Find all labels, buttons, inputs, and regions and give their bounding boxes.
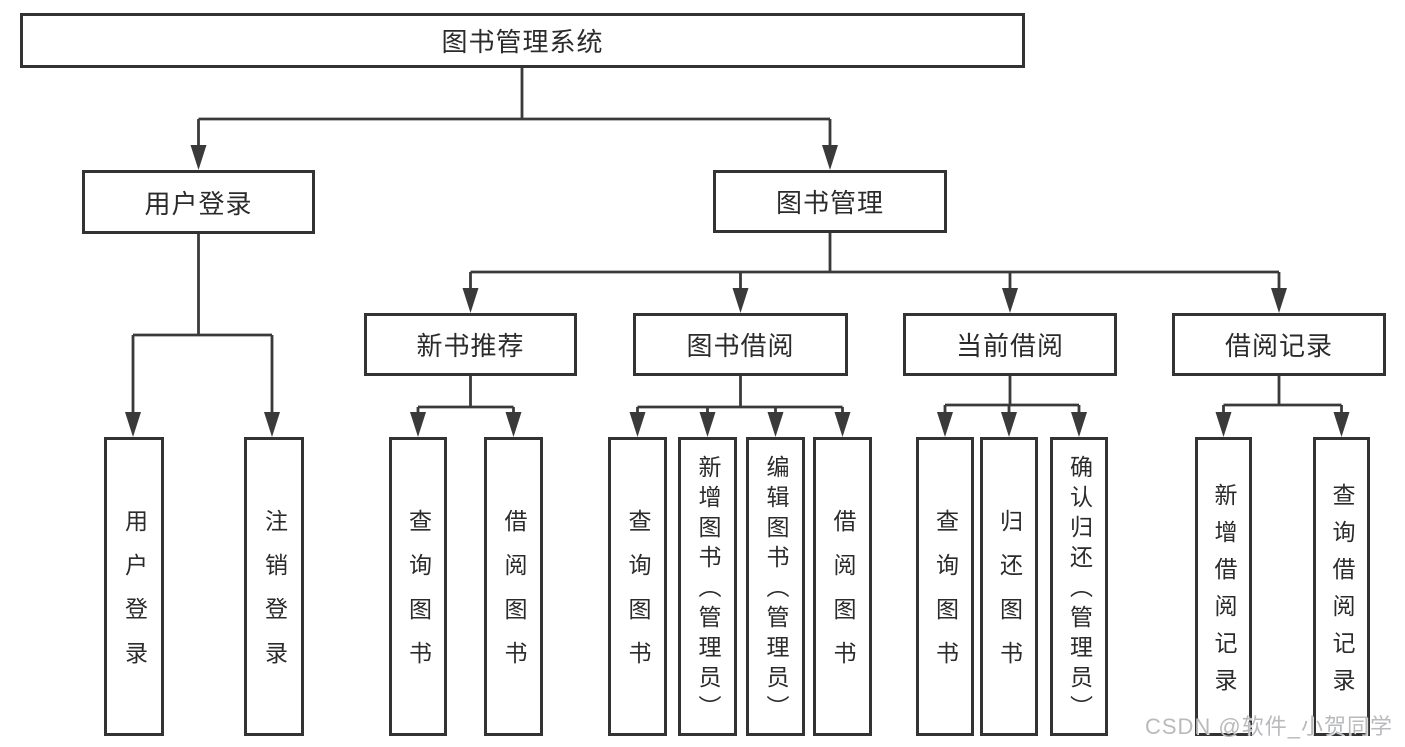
leaf-user-login-label: 用户登录 xyxy=(121,509,148,685)
level2-book-management-node: 图书管理 xyxy=(713,170,947,233)
leaf-borrow-query-books-node: 查询图书 xyxy=(608,437,667,736)
level2-user-login-label: 用户登录 xyxy=(144,188,253,219)
leaf-current-confirm-return-admin-node: 确认归还（管理员） xyxy=(1050,437,1108,736)
leaf-current-return-books-node: 归还图书 xyxy=(980,437,1038,736)
leaf-borrow-add-books-admin-label: 新增图书（管理员） xyxy=(695,455,721,725)
arrow-head-icon xyxy=(732,288,749,313)
arrow-head-icon xyxy=(1271,288,1287,313)
leaf-logout-label: 注销登录 xyxy=(261,509,288,685)
leaf-current-return-books-label: 归还图书 xyxy=(996,509,1023,685)
arrow-head-icon xyxy=(699,412,716,437)
leaf-recommend-borrow-books-node: 借阅图书 xyxy=(484,437,543,736)
arrow-head-icon xyxy=(1001,412,1017,437)
connector-management-to-level3 xyxy=(462,233,1287,313)
arrow-head-icon xyxy=(462,288,479,313)
level2-book-management-label: 图书管理 xyxy=(775,188,884,218)
connector-root-to-level2 xyxy=(190,68,838,170)
leaf-logout-node: 注销登录 xyxy=(244,437,304,736)
arrow-head-icon xyxy=(410,412,426,437)
leaf-borrow-borrow-books-label: 借阅图书 xyxy=(830,509,856,685)
leaf-current-confirm-return-admin-label: 确认归还（管理员） xyxy=(1066,455,1093,725)
arrow-head-icon xyxy=(190,145,207,170)
level3-new-book-recommend-label: 新书推荐 xyxy=(416,331,525,361)
leaf-current-query-books-node: 查询图书 xyxy=(916,437,974,736)
arrow-head-icon xyxy=(629,412,646,437)
leaf-records-query-record-label: 查询借阅记录 xyxy=(1329,482,1355,705)
connector-records-to-leaves xyxy=(1215,376,1350,437)
level3-current-borrow-node: 当前借阅 xyxy=(903,313,1117,376)
arrow-head-icon xyxy=(264,412,280,437)
arrow-head-icon xyxy=(1215,412,1232,437)
leaf-recommend-query-books-label: 查询图书 xyxy=(405,509,432,685)
arrow-head-icon xyxy=(1333,412,1350,437)
arrow-head-icon xyxy=(937,412,953,437)
leaf-user-login-node: 用户登录 xyxy=(104,437,164,736)
leaf-recommend-query-books-node: 查询图书 xyxy=(389,437,447,736)
leaf-borrow-add-books-admin-node: 新增图书（管理员） xyxy=(678,437,737,736)
connector-user-login-to-leaves xyxy=(125,234,280,437)
arrow-head-icon xyxy=(1071,412,1087,437)
level3-new-book-recommend-node: 新书推荐 xyxy=(364,313,577,376)
leaf-borrow-edit-books-admin-node: 编辑图书（管理员） xyxy=(746,437,805,736)
root-node-book-management-system: 图书管理系统 xyxy=(20,13,1025,68)
arrow-head-icon xyxy=(767,412,784,437)
level3-current-borrow-label: 当前借阅 xyxy=(955,331,1064,361)
arrow-head-icon xyxy=(822,145,838,170)
arrow-head-icon xyxy=(505,412,522,437)
connector-recommend-to-leaves xyxy=(410,376,522,437)
arrow-head-icon xyxy=(1002,288,1018,313)
watermark-text: CSDN @软件_小贺同学 xyxy=(1144,714,1393,739)
leaf-records-add-record-label: 新增借阅记录 xyxy=(1211,482,1237,705)
leaf-borrow-borrow-books-node: 借阅图书 xyxy=(813,437,872,736)
leaf-borrow-edit-books-admin-label: 编辑图书（管理员） xyxy=(763,455,789,725)
leaf-records-query-record-node: 查询借阅记录 xyxy=(1313,437,1370,736)
leaf-borrow-query-books-label: 查询图书 xyxy=(625,509,651,685)
level3-book-borrow-node: 图书借阅 xyxy=(633,313,848,376)
root-node-label: 图书管理系统 xyxy=(441,27,604,57)
level3-book-borrow-label: 图书借阅 xyxy=(686,331,795,361)
arrow-head-icon xyxy=(834,412,851,437)
leaf-current-query-books-label: 查询图书 xyxy=(932,509,959,685)
connector-current-to-leaves xyxy=(937,376,1087,437)
leaf-records-add-record-node: 新增借阅记录 xyxy=(1195,437,1252,736)
level2-user-login-node: 用户登录 xyxy=(82,170,315,234)
arrow-head-icon xyxy=(125,412,141,437)
level3-borrow-records-label: 借阅记录 xyxy=(1224,331,1333,361)
level3-borrow-records-node: 借阅记录 xyxy=(1172,313,1386,376)
leaf-recommend-borrow-books-label: 借阅图书 xyxy=(501,509,527,685)
connector-borrow-to-leaves xyxy=(629,376,851,437)
